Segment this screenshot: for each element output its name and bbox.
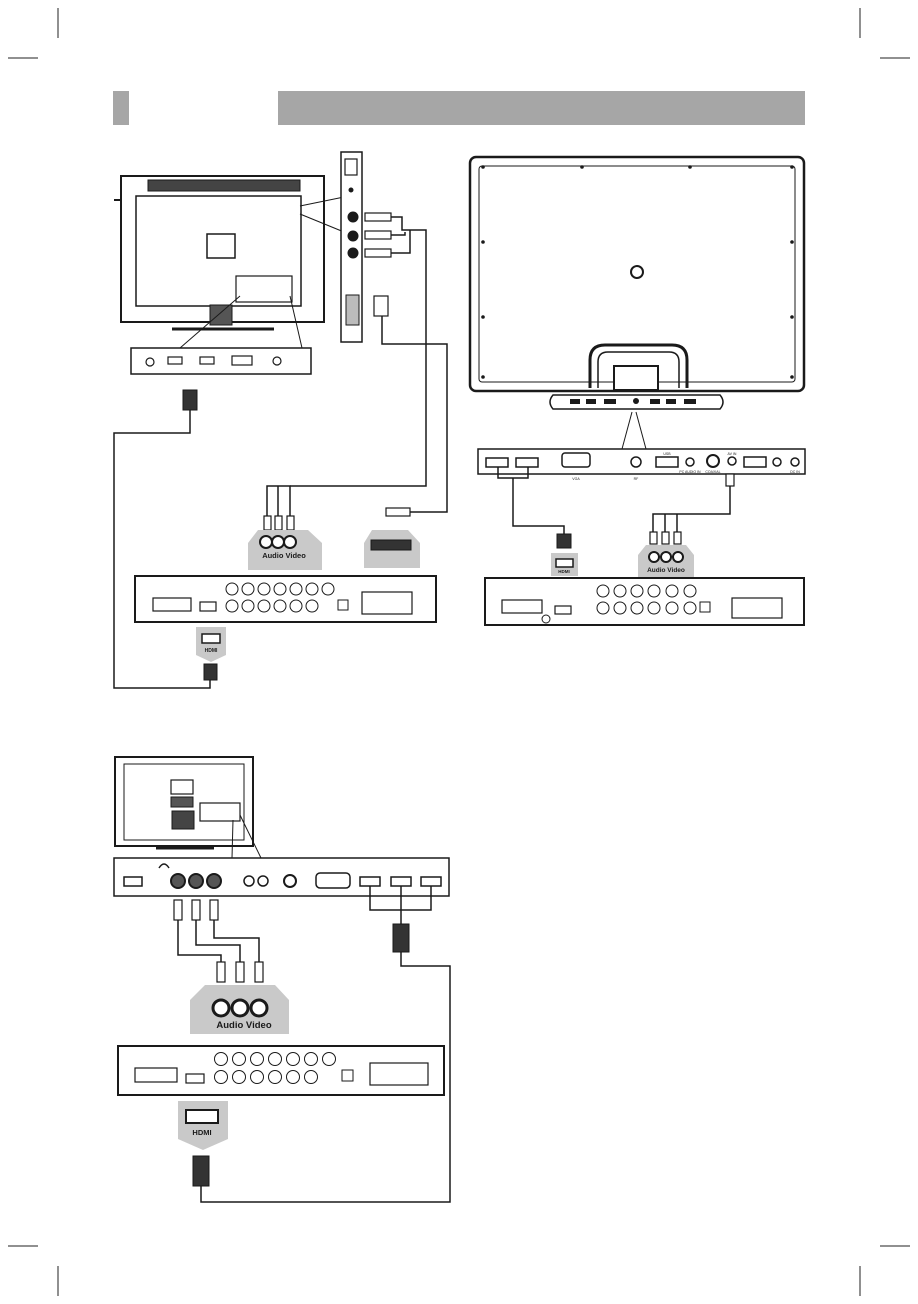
hdmi-bubble-a [196,627,226,662]
header-band [278,91,805,125]
tv-b-back [468,155,806,393]
label-rf-b: RF [634,477,639,481]
tv-a-back [120,175,325,323]
rca-jack-a1 [259,535,273,549]
rca-jack-a3 [283,535,297,549]
tv-a-connector-panel [130,347,312,375]
dvd-player-b [484,577,805,626]
audio-video-bubble-a [248,530,322,570]
crop-marks [8,8,910,1296]
rca-jack-a2 [271,535,285,549]
label-pc-audio-b: PC AUDIO IN [679,470,701,474]
label-av-in-b: AV IN [728,452,737,456]
diagram-a [113,151,448,689]
label-usb-b: USB [663,452,671,456]
header-tab [113,91,129,125]
diagram-b [468,155,806,549]
audio-video-label-b: Audio Video [647,567,685,574]
label-dc-in-b: DC IN [790,470,800,474]
audio-video-label-c: Audio Video [216,1020,271,1031]
label-vga-b: VGA [572,477,580,481]
hdmi-label-b: HDMI [558,569,570,574]
label-coaxial-b: COAXIAL [705,470,720,474]
dvd-player-a [134,575,437,623]
rca-plugs-a [364,212,392,258]
hdmi-label-a: HDMI [205,648,218,654]
dvd-player-c [117,1045,445,1096]
audio-video-label-a: Audio Video [262,551,306,560]
hdmi-bubble-c [178,1101,228,1150]
diagram-c [113,756,451,1203]
hdmi-label-c: HDMI [192,1128,211,1137]
